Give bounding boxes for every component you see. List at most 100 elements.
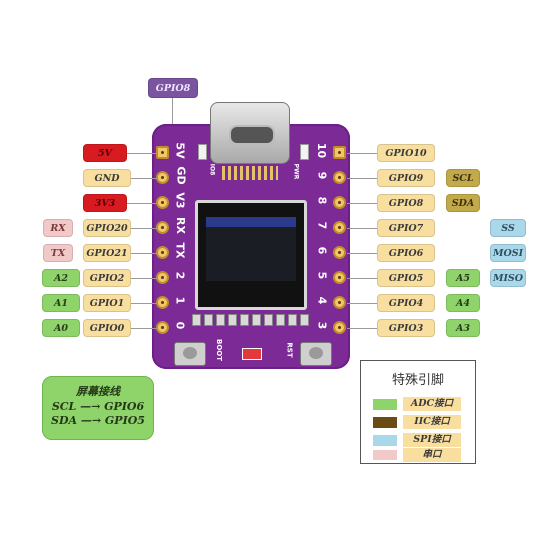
screen-note-title: 屏幕接线 <box>76 385 120 398</box>
right-leader-6 <box>347 303 377 304</box>
legend-swatch-adc <box>373 399 397 410</box>
right-leader-2 <box>347 203 377 204</box>
silk-left-5: 2 <box>173 271 187 280</box>
screen-flex-pads <box>192 312 310 328</box>
pin-label-gpio5: GPIO5 <box>377 269 435 287</box>
pwr-led <box>300 144 309 160</box>
left-pin-hole-0 <box>156 146 169 159</box>
boot-silk: BOOT <box>215 338 224 362</box>
oled-screen <box>195 200 307 310</box>
pin-label-gpio21: GPIO21 <box>83 244 131 262</box>
left-pin-hole-7 <box>156 321 169 334</box>
usb-pins <box>222 166 278 180</box>
pin-label-gpio20: GPIO20 <box>83 219 131 237</box>
pin-label-3v3: 3V3 <box>83 194 127 212</box>
oled-display-area <box>206 217 296 281</box>
right-leader-3 <box>347 228 377 229</box>
rst-button[interactable] <box>300 342 332 366</box>
spi-tag-ss: SS <box>490 219 526 237</box>
power-led-red <box>242 348 262 360</box>
silk-left-0: 5V <box>173 142 187 159</box>
right-pin-hole-2 <box>333 196 346 209</box>
silk-right-6: 4 <box>315 296 329 305</box>
silk-left-3: RX <box>173 217 187 234</box>
pin-label-gpio9: GPIO9 <box>377 169 435 187</box>
legend-title: 特殊引脚 <box>391 373 444 388</box>
silk-right-1: 9 <box>315 171 329 180</box>
adc-tag-a2: A2 <box>42 269 80 287</box>
iic-tag-scl: SCL <box>446 169 480 187</box>
io8-led <box>198 144 207 160</box>
pin-label-gpio1: GPIO1 <box>83 294 131 312</box>
silk-right-4: 6 <box>315 246 329 255</box>
right-leader-7 <box>347 328 377 329</box>
pwr-silk: PWR <box>292 163 300 180</box>
spi-tag-miso: MISO <box>490 269 526 287</box>
iic-tag-sda: SDA <box>446 194 480 212</box>
silk-left-2: V3 <box>173 192 187 209</box>
right-pin-hole-1 <box>333 171 346 184</box>
right-pin-hole-0 <box>333 146 346 159</box>
pin-label-gpio8: GPIO8 <box>377 194 435 212</box>
silk-left-1: GD <box>174 166 188 185</box>
silk-left-4: TX <box>173 242 187 259</box>
legend-swatch-spi <box>373 435 397 446</box>
legend-swatch-uart <box>373 450 397 460</box>
left-leader-4 <box>131 253 157 254</box>
pin-label-gpio0: GPIO0 <box>83 319 131 337</box>
uart-tag-rx: RX <box>43 219 73 237</box>
spi-tag-mosi: MOSI <box>490 244 526 262</box>
left-leader-3 <box>131 228 157 229</box>
pin-label-gnd: GND <box>83 169 131 187</box>
pin-label-gpio6: GPIO6 <box>377 244 435 262</box>
silk-left-7: 0 <box>173 321 187 330</box>
legend-label-iic: IIC接口 <box>403 415 461 429</box>
io8-silk: IO8 <box>208 163 216 176</box>
right-pin-hole-7 <box>333 321 346 334</box>
silk-right-2: 8 <box>315 196 329 205</box>
pin-label-gpio7: GPIO7 <box>377 219 435 237</box>
esp32-c3-board: IO8 PWR BOOT RST 5V GD V3 RX TX 2 1 0 10… <box>152 102 350 369</box>
pin-label-gpio2: GPIO2 <box>83 269 131 287</box>
left-pin-hole-3 <box>156 221 169 234</box>
gpio8-top-label: GPIO8 <box>148 78 198 98</box>
silk-right-3: 7 <box>315 221 329 230</box>
pin-label-5v: 5V <box>83 144 127 162</box>
right-leader-1 <box>347 178 377 179</box>
right-leader-4 <box>347 253 377 254</box>
uart-tag-tx: TX <box>43 244 73 262</box>
left-leader-5 <box>131 278 157 279</box>
silk-right-7: 3 <box>315 321 329 330</box>
rst-silk: RST <box>285 342 294 358</box>
boot-button[interactable] <box>174 342 206 366</box>
right-pin-hole-3 <box>333 221 346 234</box>
silk-right-0: 10 <box>315 142 329 159</box>
adc-tag-a0: A0 <box>42 319 80 337</box>
left-pin-hole-4 <box>156 246 169 259</box>
right-leader-0 <box>347 153 377 154</box>
left-pin-hole-6 <box>156 296 169 309</box>
legend-swatch-iic <box>373 417 397 428</box>
legend-label-adc: ADC接口 <box>403 397 461 411</box>
adc-tag-a3: A3 <box>446 319 480 337</box>
screen-wiring-note: 屏幕接线 SCL —→ GPIO6 SDA —→ GPIO5 <box>42 376 154 440</box>
left-pin-hole-1 <box>156 171 169 184</box>
screen-note-line2: SDA —→ GPIO5 <box>51 414 145 427</box>
pin-label-gpio4: GPIO4 <box>377 294 435 312</box>
gpio8-leader-line <box>172 98 173 138</box>
usb-c-connector <box>210 102 290 164</box>
pin-label-gpio3: GPIO3 <box>377 319 435 337</box>
pin-label-gpio10: GPIO10 <box>377 144 435 162</box>
silk-left-6: 1 <box>173 296 187 305</box>
silk-right-5: 5 <box>315 271 329 280</box>
right-pin-hole-5 <box>333 271 346 284</box>
left-pin-hole-5 <box>156 271 169 284</box>
right-pin-hole-4 <box>333 246 346 259</box>
screen-note-line1: SCL —→ GPIO6 <box>51 400 145 413</box>
legend-label-spi: SPI接口 <box>403 433 461 447</box>
left-leader-2 <box>127 203 157 204</box>
adc-tag-a1: A1 <box>42 294 80 312</box>
legend-box: 特殊引脚 ADC接口 IIC接口 SPI接口 串口 <box>360 360 476 464</box>
adc-tag-a4: A4 <box>446 294 480 312</box>
left-pin-hole-2 <box>156 196 169 209</box>
